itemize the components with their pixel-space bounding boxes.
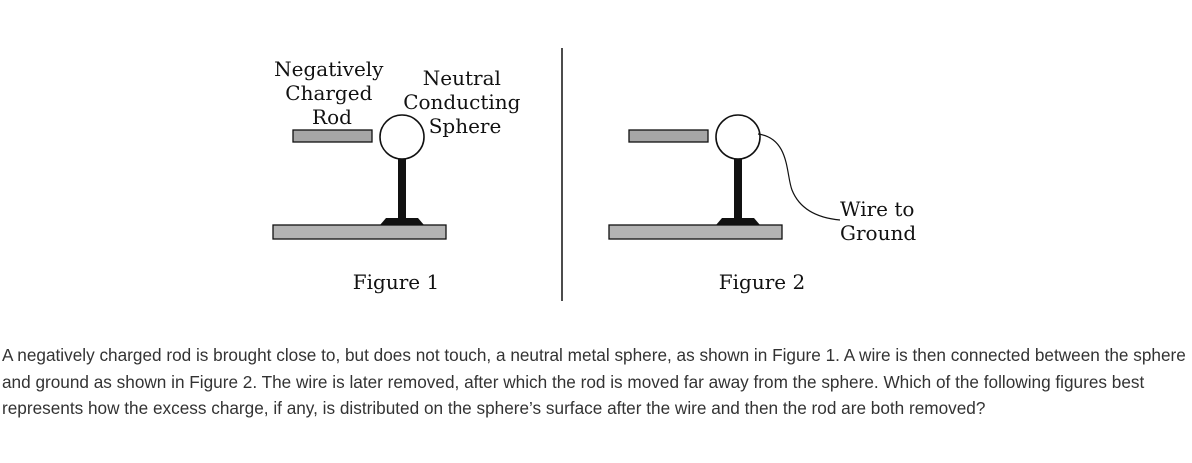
sphere-stand-post [734, 159, 742, 218]
sphere-stand-post [398, 159, 406, 218]
figure-1-caption: Figure 1 [353, 270, 439, 294]
wire-label: Wire to Ground [840, 197, 921, 245]
ground-wire [757, 133, 841, 221]
rod-label: Negatively Charged Rod [274, 57, 390, 129]
figure-2-caption: Figure 2 [719, 270, 805, 294]
insulating-base [272, 224, 447, 240]
insulating-base [608, 224, 783, 240]
physics-diagram: Negatively Charged Rod Neutral Conductin… [272, 48, 921, 301]
conducting-sphere [715, 114, 761, 160]
conducting-sphere [379, 114, 425, 160]
charged-rod [292, 129, 373, 143]
question-text: A negatively charged rod is brought clos… [2, 345, 1186, 418]
sphere-stand-foot [716, 218, 760, 225]
figure-2: Wire to Ground Figure 2 [608, 114, 921, 294]
figure-1: Negatively Charged Rod Neutral Conductin… [272, 57, 527, 294]
sphere-label: Neutral Conducting Sphere [403, 66, 527, 138]
sphere-stand-foot [380, 218, 424, 225]
charged-rod [628, 129, 709, 143]
